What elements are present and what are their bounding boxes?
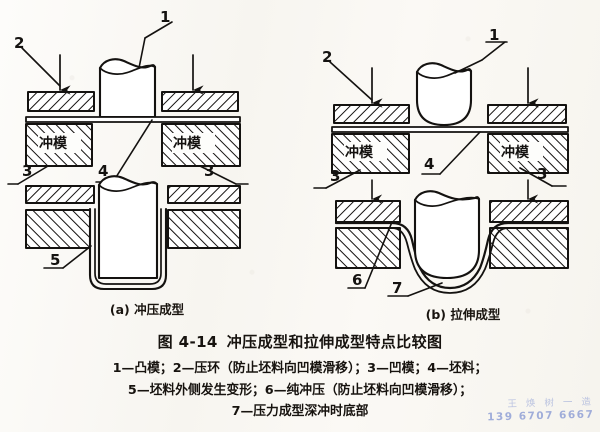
leader-b-6 [364, 221, 393, 289]
diagram-a-lower [25, 175, 241, 291]
press-ring-b-lower-right [489, 200, 569, 223]
leader-b-2 [329, 61, 373, 101]
diagram-a-group [7, 21, 249, 291]
callout-b-pure-stamping: 6 [352, 271, 362, 289]
callout-a-blank-deform: 5 [50, 251, 60, 269]
callout-a-blank: 4 [98, 162, 108, 180]
callout-b-deep-draw-bottom: 7 [392, 279, 402, 297]
punch-b [415, 62, 473, 127]
leader-b-3-right [519, 167, 553, 187]
figure-title-text: 冲压成型和拉伸成型特点比较图 [226, 333, 443, 351]
subfigure-caption-b: (b) 拉伸成型 [425, 307, 501, 322]
leader-b-1 [481, 41, 506, 61]
press-ring-a-lower-right [167, 185, 241, 204]
leader-a-3-left [17, 165, 49, 185]
callout-b-blank: 4 [424, 155, 434, 173]
callout-b-punch: 1 [489, 26, 499, 44]
die-label-b-left: 冲模 [345, 144, 374, 161]
leader-a-5 [62, 245, 92, 269]
formed-cup-a [88, 207, 168, 291]
die-a-lower-left [25, 209, 91, 249]
legend-line-3: 7—压力成型深冲时底部 [231, 404, 369, 419]
callout-b-die-right: 3 [537, 165, 547, 183]
die-label-b-right: 冲模 [501, 144, 530, 161]
callout-b-press-ring: 2 [322, 48, 332, 66]
legend-line-2: 5—坯料外侧发生变形；6—纯冲压（防止坯料向凹模滑移）； [127, 383, 473, 398]
punch-a [98, 58, 157, 119]
leader-a-3-right [199, 165, 237, 185]
leader-a-1 [144, 21, 173, 39]
stretched-blank-b [334, 221, 570, 294]
press-ring-a-left [27, 91, 95, 112]
diagram-a-upper [7, 21, 249, 185]
die-a-lower-right [167, 209, 241, 249]
figure-title: 图 4-14 冲压成型和拉伸成型特点比较图 [0, 331, 600, 352]
leader-b-4 [439, 131, 481, 175]
press-ring-b-left [333, 104, 410, 124]
die-b-right [487, 133, 569, 174]
die-label-a-left: 冲模 [39, 135, 68, 152]
leader-b-7 [407, 282, 443, 297]
figure-number: 图 4-14 [157, 333, 218, 351]
press-ring-b-lower-left [335, 200, 401, 223]
die-label-a-right: 冲模 [173, 135, 202, 152]
punch-b-lower [413, 190, 481, 280]
callout-a-punch: 1 [160, 8, 170, 26]
watermark: 王 焕 树 一 造 139 6707 6667 [487, 397, 594, 424]
die-b-lower-left [335, 227, 401, 269]
die-b-lower-right [489, 227, 569, 269]
callout-b-die-left: 3 [330, 167, 340, 185]
diagram-b-group [313, 41, 570, 297]
press-ring-b-right [487, 104, 567, 124]
die-a-left [25, 123, 93, 167]
callout-a-press-ring: 2 [14, 34, 24, 52]
punch-a-lower [97, 175, 159, 280]
legend-line-1: 1—凸模；2—压环（防止坯料向凹模滑移）；3—凹模；4—坯料； [112, 361, 488, 376]
callout-a-die-left: 3 [22, 162, 32, 180]
press-ring-a-lower-left [25, 185, 95, 204]
leader-a-2 [21, 47, 61, 87]
callout-a-die-right: 3 [204, 162, 214, 180]
press-ring-a-right [161, 91, 239, 112]
diagram-b-lower [334, 179, 570, 297]
diagram-b-upper [313, 41, 569, 189]
die-a-right [161, 123, 241, 167]
leader-a-4 [112, 119, 153, 183]
blank-a [25, 116, 241, 123]
leader-b-3-left [325, 169, 361, 189]
blank-b [331, 126, 569, 133]
die-b-left [331, 133, 410, 174]
subfigure-caption-a: (a) 冲压成型 [109, 302, 185, 317]
